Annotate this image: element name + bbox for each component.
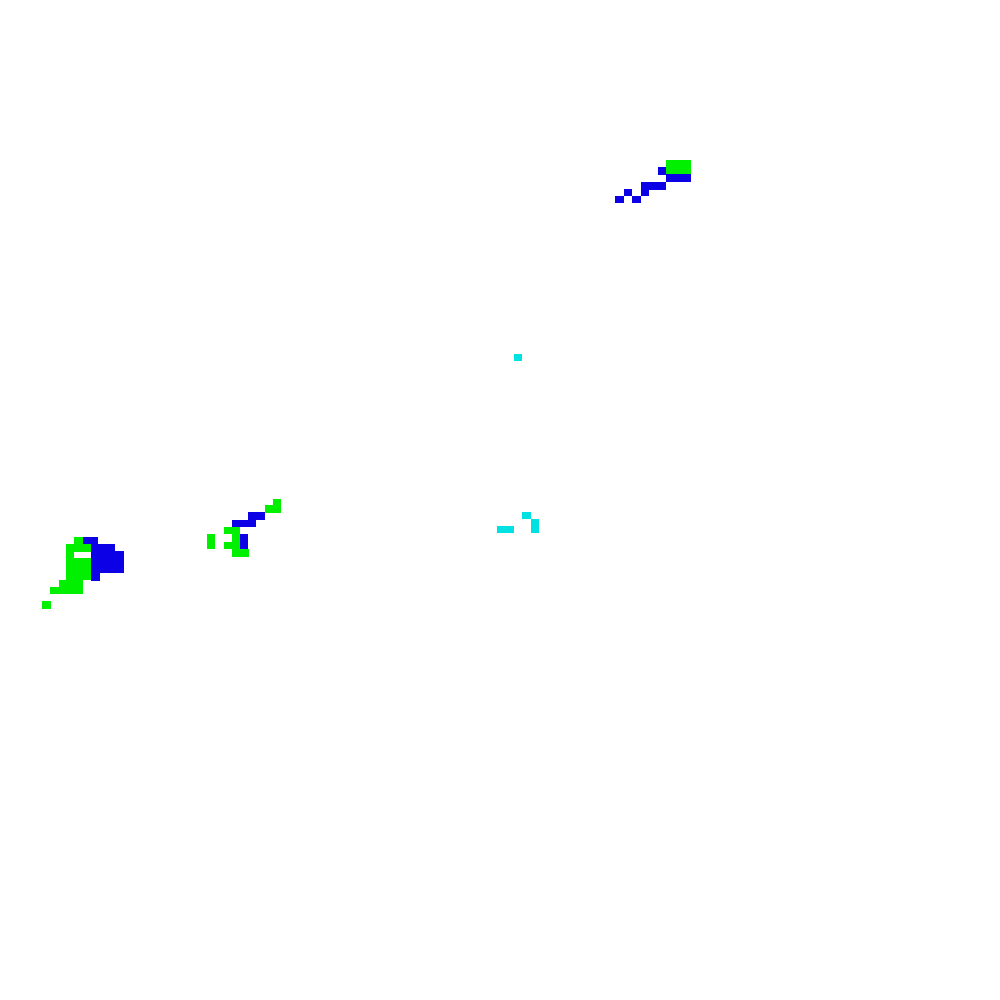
green-pixel-block <box>273 499 281 506</box>
blue-pixel-block <box>632 196 641 203</box>
green-pixel-block <box>224 542 240 549</box>
blue-pixel-block <box>641 189 649 196</box>
blue-pixel-block <box>83 537 98 545</box>
green-pixel-block <box>59 580 83 588</box>
blue-pixel-block <box>666 174 691 182</box>
blue-pixel-block <box>615 196 624 203</box>
blue-pixel-block <box>248 512 265 520</box>
far-left-cluster <box>42 537 124 609</box>
green-pixel-block <box>74 537 83 545</box>
green-pixel-block <box>207 534 215 549</box>
blue-pixel-block <box>91 551 124 573</box>
green-pixel-block <box>50 587 83 594</box>
blue-pixel-block <box>658 167 666 175</box>
cyan-pixel-block <box>531 519 539 533</box>
green-pixel-block <box>42 601 51 609</box>
center-cyan-speck <box>514 354 522 361</box>
cyan-pixel-block <box>497 526 514 533</box>
green-pixel-block <box>66 558 91 580</box>
blue-pixel-block <box>91 573 100 581</box>
green-pixel-block <box>232 534 240 542</box>
left-mid-cluster <box>207 499 281 557</box>
green-pixel-block <box>232 549 249 557</box>
center-cyan-cluster <box>497 512 539 533</box>
green-pixel-block <box>666 160 691 174</box>
cyan-pixel-block <box>514 354 522 361</box>
cyan-pixel-block <box>522 512 531 519</box>
green-pixel-block <box>224 527 240 534</box>
green-pixel-block <box>66 551 74 558</box>
green-pixel-block <box>265 505 281 513</box>
blue-pixel-block <box>232 520 256 527</box>
blue-pixel-block <box>91 544 115 552</box>
green-pixel-block <box>66 544 91 552</box>
blue-pixel-block <box>624 189 632 196</box>
top-right-cluster <box>615 160 691 203</box>
blue-pixel-block <box>641 182 666 190</box>
blue-pixel-block <box>240 534 248 549</box>
